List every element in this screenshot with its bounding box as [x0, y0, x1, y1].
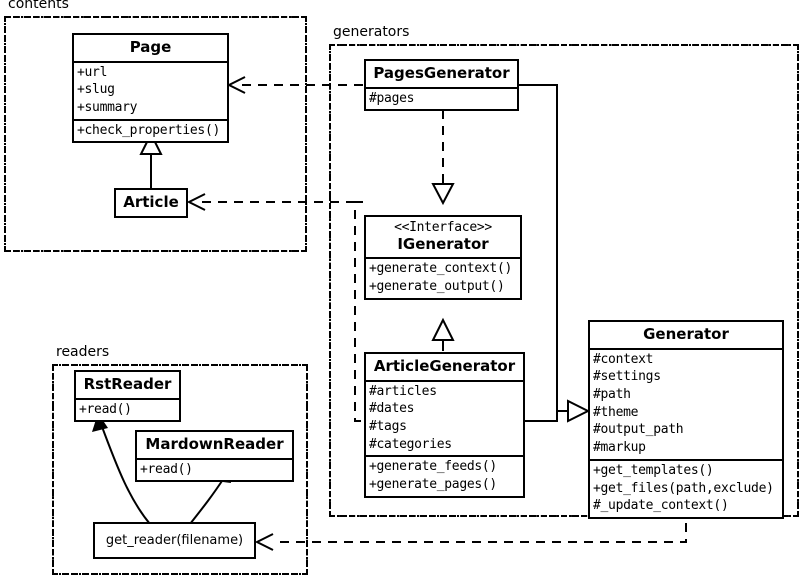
class-rstreader-name: RstReader [83, 375, 172, 393]
class-articlegenerator-methods: +generate_feeds() +generate_pages() [366, 455, 523, 495]
class-article-name: Article [123, 193, 179, 211]
class-articlegenerator-attribute: #articles [369, 383, 437, 399]
class-articlegenerator-name: ArticleGenerator [373, 357, 516, 375]
class-generator-attribute: #markup [593, 440, 646, 456]
class-articlegenerator-attributes: #articles #dates #tags #categories [366, 379, 523, 456]
class-mardownreader-methods: +read() [137, 457, 292, 481]
class-articlegenerator-attribute: #dates [369, 401, 415, 417]
class-articlegenerator-method: +generate_pages() [369, 477, 497, 493]
class-generator[interactable]: Generator #context #settings #path #them… [588, 320, 784, 519]
class-page-methods: +check_properties() [74, 118, 227, 142]
class-igenerator-method: +generate_output() [369, 279, 505, 295]
class-generator-attribute: #output_path [593, 422, 684, 438]
class-pagesgenerator-attributes: #pages [366, 86, 517, 110]
class-igenerator-method: +generate_context() [369, 261, 513, 277]
class-page-name: Page [129, 38, 172, 56]
class-igenerator-name: <<Interface>> IGenerator [366, 217, 520, 257]
class-mardownreader-name: MardownReader [145, 435, 284, 453]
class-page[interactable]: Page +url +slug +summary +check_properti… [72, 33, 229, 144]
class-generator-method: +get_files(path,exclude) [593, 480, 774, 496]
class-mardownreader-method: +read() [140, 461, 193, 477]
package-generators-label: generators [331, 24, 412, 40]
class-page-method: +check_properties() [77, 122, 221, 138]
class-generator-attribute: #settings [593, 369, 661, 385]
class-page-attribute: +summary [77, 100, 138, 116]
class-article[interactable]: Article [114, 188, 188, 218]
class-generator-name: Generator [643, 325, 729, 343]
class-pagesgenerator[interactable]: PagesGenerator #pages [364, 59, 519, 112]
class-rstreader[interactable]: RstReader +read() [74, 370, 181, 423]
class-pagesgenerator-name: PagesGenerator [373, 64, 510, 82]
class-articlegenerator-attribute: #categories [369, 436, 452, 452]
class-articlegenerator-attribute: #tags [369, 419, 407, 435]
class-rstreader-methods: +read() [76, 397, 179, 421]
class-rstreader-method: +read() [79, 401, 132, 417]
class-mardownreader[interactable]: MardownReader +read() [135, 430, 294, 483]
class-page-attribute: +slug [77, 82, 115, 98]
class-page-attribute: +url [77, 64, 108, 80]
class-generator-attribute: #path [593, 387, 631, 403]
class-page-attributes: +url +slug +summary [74, 60, 227, 119]
function-get-reader-label: get_reader(filename) [105, 533, 244, 548]
class-igenerator[interactable]: <<Interface>> IGenerator +generate_conte… [364, 215, 522, 300]
class-generator-method: #_update_context() [593, 498, 729, 514]
class-igenerator-stereotype: <<Interface>> [394, 220, 492, 235]
class-generator-attributes: #context #settings #path #theme #output_… [590, 347, 782, 459]
class-generator-methods: +get_templates() +get_files(path,exclude… [590, 458, 782, 517]
class-igenerator-methods: +generate_context() +generate_output() [366, 257, 520, 297]
class-generator-method: +get_templates() [593, 462, 714, 478]
class-generator-attribute: #theme [593, 404, 639, 420]
function-get-reader[interactable]: get_reader(filename) [93, 522, 256, 559]
class-generator-attribute: #context [593, 351, 654, 367]
class-articlegenerator-method: +generate_feeds() [369, 459, 497, 475]
class-articlegenerator[interactable]: ArticleGenerator #articles #dates #tags … [364, 352, 525, 498]
class-pagesgenerator-attribute: #pages [369, 90, 415, 106]
class-igenerator-title: IGenerator [397, 234, 489, 253]
package-contents-label: contents [6, 0, 71, 12]
package-readers-label: readers [54, 344, 112, 360]
